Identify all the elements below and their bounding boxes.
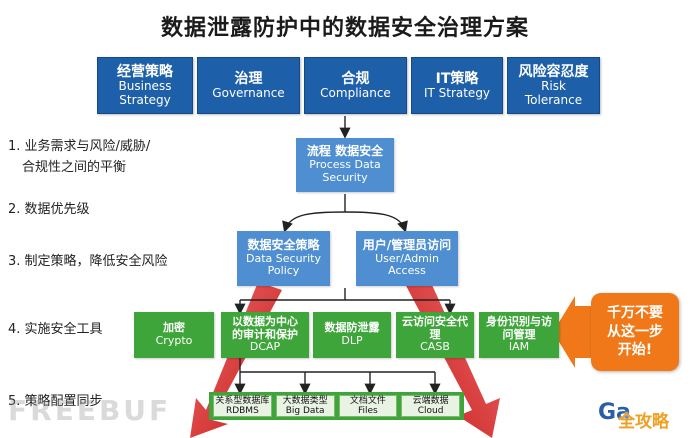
box-label-en: Crypto (155, 334, 193, 347)
store-label-en: RDBMS (225, 406, 259, 416)
store-label-en: Cloud (417, 406, 444, 416)
page-title: 数据泄露防护中的数据安全治理方案 (160, 16, 529, 41)
connector-tools-stores (234, 358, 441, 395)
store-label-zh: 大数据类型 (282, 395, 328, 406)
box-label-zh: 治理 (234, 70, 263, 87)
box-label-zh: 合规 (341, 70, 370, 87)
box-label-zh: 加密 (163, 321, 185, 335)
warning-arrow (553, 296, 592, 368)
box-label-en: DLP (341, 334, 363, 347)
store-files: 文档文件 Files (338, 395, 398, 417)
box-label-zh: 经营策略 (117, 63, 173, 80)
box-label-zh: 数据防泄露 (324, 321, 380, 335)
watermark: FREEBUF (8, 394, 172, 427)
box-label-en: User/Admin Access (375, 251, 439, 278)
box-dlp: 数据防泄露 DLP (313, 312, 391, 358)
box-user-admin-access: 用户/管理员访问 User/Admin Access (356, 231, 458, 286)
box-label-en: Governance (212, 85, 285, 100)
box-label-zh: 以数据为中心的审计和保护 (232, 315, 298, 341)
warning-line-1: 千万不要 (607, 304, 663, 321)
connector-process-policies (282, 194, 408, 233)
box-label-en: Business Strategy (118, 78, 172, 107)
box-label-zh: 流程 数据安全 (306, 144, 384, 159)
box-business-strategy: 经营策略 Business Strategy (97, 57, 193, 114)
box-label-zh: 用户/管理员访问 (362, 237, 452, 252)
step-2: 2. 数据优先级 (8, 202, 90, 217)
store-label-zh: 文档文件 (349, 395, 386, 406)
box-label-zh: 云访问安全代理 (402, 315, 468, 341)
box-label-en: DCAP (249, 340, 281, 354)
box-process-data-security: 流程 数据安全 Process Data Security (296, 138, 394, 192)
gartner-logo: Ga (598, 400, 631, 425)
box-label-zh: IT策略 (435, 70, 479, 87)
box-label-en: Compliance (320, 85, 391, 100)
box-casb: 云访问安全代理 CASB (396, 312, 474, 358)
store-label-en: Files (358, 406, 378, 416)
box-dcap: 以数据为中心的审计和保护 DCAP (221, 312, 309, 358)
store-cloud: 云端数据 Cloud (401, 395, 460, 417)
step-1-line-2: 合规性之间的平衡 (22, 160, 127, 175)
box-iam: 身份识别与访问管理 IAM (479, 312, 559, 358)
store-label-zh: 关系型数据库 (215, 395, 270, 406)
box-label-zh: 风险容忍度 (518, 63, 589, 80)
store-label-zh: 云端数据 (412, 395, 449, 406)
box-data-security-policy: 数据安全策略 Data Security Policy (237, 231, 330, 286)
step-1-line-1: 1. 业务需求与风险/威胁/ (8, 139, 151, 154)
data-store-row: 关系型数据库 RDBMS 大数据类型 Big Data 文档文件 Files 云… (209, 392, 464, 420)
warning-callout: 千万不要 从这一步 开始! (591, 293, 679, 371)
box-compliance: 合规 Compliance (304, 57, 407, 114)
step-5: 5. 策略配置同步 (8, 394, 103, 409)
box-label-en: Risk Tolerance (524, 78, 583, 107)
box-crypto: 加密 Crypto (134, 312, 214, 358)
connector-policies-tools (234, 288, 456, 315)
box-label-en: IT Strategy (423, 85, 491, 100)
warning-line-3: 开始! (617, 342, 653, 359)
box-label-en: Process Data Security (309, 158, 381, 184)
step-3: 3. 制定策略，降低安全风险 (8, 254, 168, 269)
site-logo-overlay: 全攻略 (618, 412, 669, 432)
box-governance: 治理 Governance (197, 57, 300, 114)
step-4: 4. 实施安全工具 (8, 322, 103, 337)
warning-line-2: 从这一步 (607, 323, 663, 340)
box-label-en: CASB (420, 340, 450, 354)
box-label-en: Data Security Policy (246, 251, 321, 278)
store-big-data: 大数据类型 Big Data (275, 395, 335, 417)
box-risk-tolerance: 风险容忍度 Risk Tolerance (507, 57, 600, 114)
box-label-en: IAM (508, 340, 530, 354)
box-label-zh: 数据安全策略 (247, 237, 320, 252)
store-rdbms: 关系型数据库 RDBMS (213, 395, 272, 417)
box-it-strategy: IT策略 IT Strategy (411, 57, 503, 114)
box-label-zh: 身份识别与访问管理 (486, 315, 552, 341)
store-label-en: Big Data (285, 406, 325, 416)
